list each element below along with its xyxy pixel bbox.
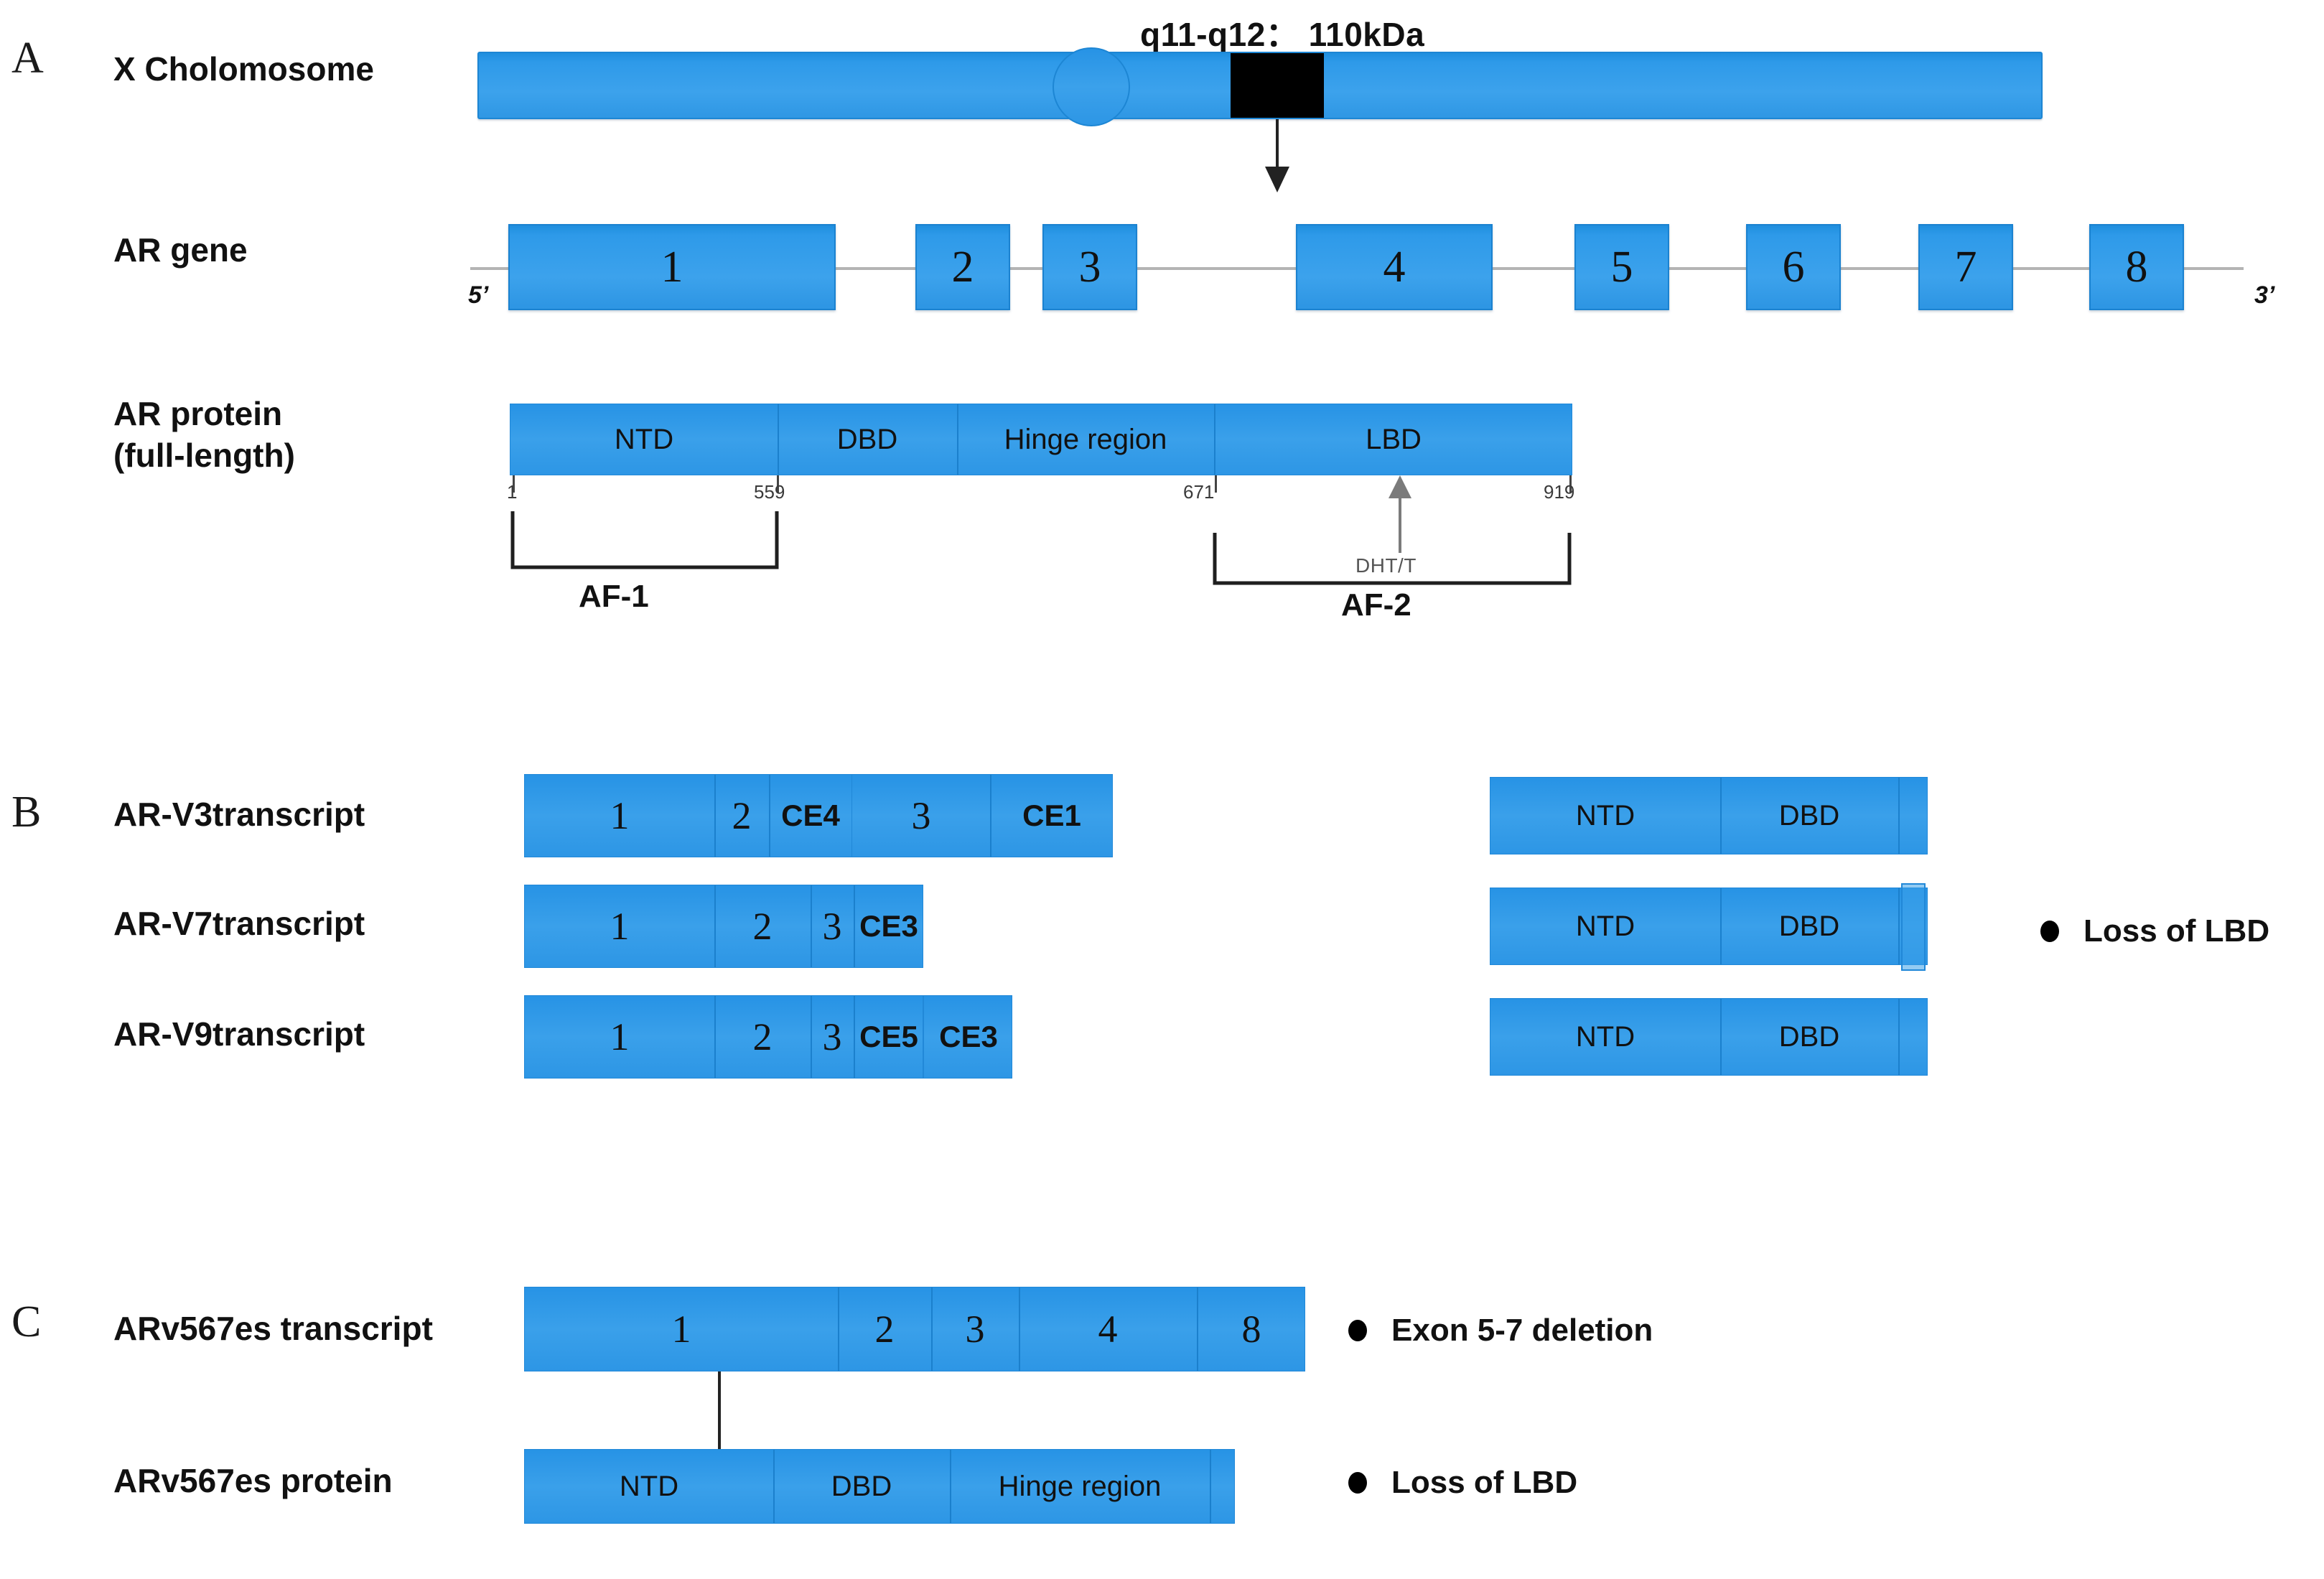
q11-q12-band [1231,53,1324,118]
exon-box-1: 1 [508,224,836,310]
v3-protein-ntd: NTD [1490,778,1722,854]
ar-v7-protein-bar: NTD DBD [1490,888,1928,965]
panel-c-transcript-note-text: Exon 5-7 deletion [1391,1313,1653,1348]
bullet-icon [1348,1320,1367,1341]
ar-v7-label: AR-V7transcript [113,905,365,942]
position-label-1: 1 [507,481,518,503]
v9-seg-2: 2 [714,996,812,1078]
v9-seg-ce5: CE5 [859,1020,918,1053]
v7-seg-2: 2 [714,885,812,967]
ar-v3-protein-bar: NTD DBD [1490,777,1928,854]
af1-label: AF-1 [579,579,649,614]
panel-letter-c: C [11,1298,42,1346]
panel-c-protein-note: Loss of LBD [1348,1465,1577,1501]
ar-v3-transcript-bar-right: 3 CE1 [851,774,1113,857]
panel-b-note: Loss of LBD [2040,913,2269,949]
ar-v3-label: AR-V3transcript [113,796,365,833]
centromere-icon [1053,47,1130,126]
v9-seg-3: 3 [811,996,855,1078]
exon-box-7: 7 [1918,224,2013,310]
v3-protein-tail [1898,778,1928,854]
protein-domain-hinge: Hinge region [957,404,1215,475]
c-seg-3: 3 [931,1287,1020,1371]
panel-c-transcript-note: Exon 5-7 deletion [1348,1313,1653,1349]
three-prime-label: 3’ [2254,281,2275,309]
position-label-559: 559 [754,481,785,503]
panel-letter-b: B [11,788,42,837]
ar-v7-transcript-bar: 1 2 3 CE3 [524,885,923,968]
c-protein-ntd: NTD [525,1450,775,1523]
v3-seg-2: 2 [714,775,770,857]
v7-protein-dbd: DBD [1720,888,1900,964]
tick-pos-919 [1569,475,1572,493]
v7-seg-1: 1 [525,885,716,967]
v7-protein-extra-box [1901,883,1926,971]
exon-box-4: 4 [1296,224,1493,310]
ar-v9-protein-bar: NTD DBD [1490,998,1928,1076]
five-prime-label: 5’ [468,281,489,309]
arv567es-transcript-label: ARv567es transcript [113,1310,433,1347]
exon-box-8: 8 [2089,224,2184,310]
exon-box-6: 6 [1746,224,1841,310]
v3-protein-dbd: DBD [1720,778,1900,854]
ar-protein-bar: NTD DBD Hinge region LBD [510,404,1572,475]
exon-box-2: 2 [915,224,1010,310]
arv567es-protein-bar: NTD DBD Hinge region [524,1449,1235,1524]
bullet-icon [1348,1472,1367,1494]
v9-protein-ntd: NTD [1490,999,1722,1075]
v7-seg-ce3: CE3 [859,909,918,943]
tick-pos-671 [1215,475,1217,493]
protein-domain-lbd: LBD [1366,423,1422,455]
c-seg-1: 1 [525,1287,839,1371]
position-label-671: 671 [1183,481,1215,503]
locus-kda-label: q11-q12： 110kDa [1140,16,1425,53]
c-seg-4: 4 [1019,1287,1198,1371]
tick-pos-559 [777,475,779,493]
v7-protein-ntd: NTD [1490,888,1722,964]
protein-domain-dbd: DBD [778,404,958,475]
bullet-icon [2040,921,2059,942]
v3-seg-1: 1 [525,775,716,857]
v9-seg-ce3: CE3 [939,1020,998,1053]
v3-seg-ce1: CE1 [1022,798,1081,832]
ar-v9-transcript-bar: 1 2 3 CE5 [524,995,923,1079]
tick-pos-1 [513,475,515,493]
ar-protein-label: AR protein (full-length) [113,395,295,474]
panel-letter-a: A [11,34,44,83]
c-seg-2: 2 [838,1287,933,1371]
x-chromosome-label: X Cholomosome [113,50,374,88]
c-seg-8: 8 [1241,1308,1261,1351]
panel-b-note-text: Loss of LBD [2083,913,2270,949]
dht-t-label: DHT/T [1355,554,1417,577]
protein-domain-ntd: NTD [510,404,779,475]
exon-box-3: 3 [1042,224,1137,310]
exon-box-5: 5 [1574,224,1669,310]
position-label-919: 919 [1544,481,1575,503]
v9-protein-dbd: DBD [1720,999,1900,1075]
c-protein-tail [1210,1450,1236,1523]
c-protein-dbd: DBD [773,1450,951,1523]
arv567es-protein-label: ARv567es protein [113,1462,393,1499]
arv567es-transcript-bar: 1 2 3 4 8 [524,1287,1305,1371]
v9-seg-1: 1 [525,996,716,1078]
af2-label: AF-2 [1341,587,1411,623]
c-protein-hinge: Hinge region [950,1450,1211,1523]
ar-v9-transcript-bar-right: CE3 [923,995,1012,1079]
v9-protein-tail [1898,999,1928,1075]
panel-c-protein-note-text: Loss of LBD [1391,1465,1578,1500]
ar-gene-label: AR gene [113,231,248,269]
v7-seg-3: 3 [811,885,855,967]
ar-v9-label: AR-V9transcript [113,1015,365,1053]
v3-seg-3: 3 [852,775,991,857]
v3-seg-ce4: CE4 [769,775,854,857]
